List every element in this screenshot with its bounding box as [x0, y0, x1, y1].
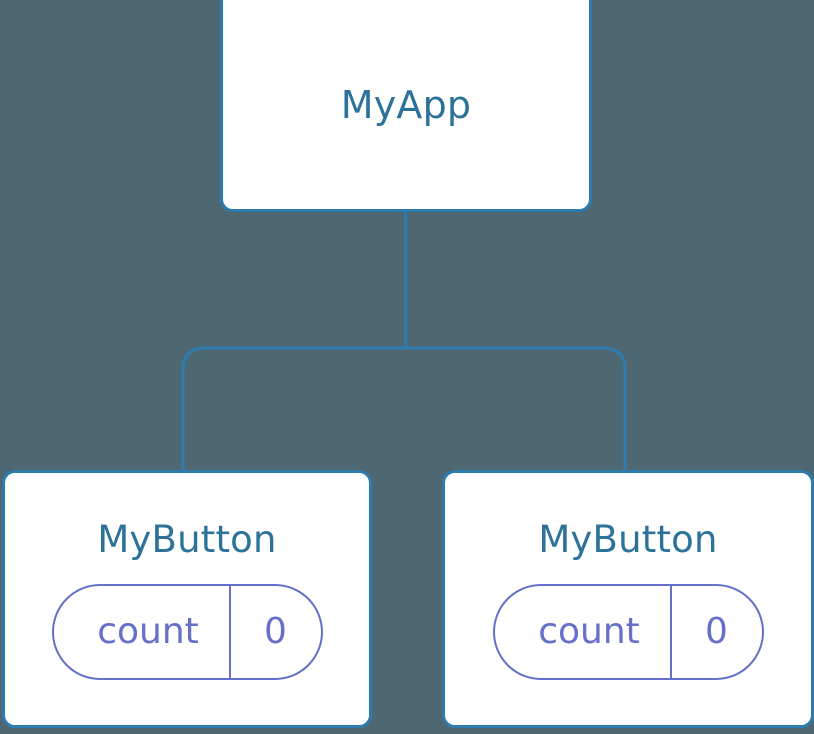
edge-branch-left — [181, 346, 406, 474]
state-pill-right[interactable]: count 0 — [492, 584, 764, 680]
state-pill-left[interactable]: count 0 — [51, 584, 323, 680]
node-mybutton-left-title: MyButton — [97, 518, 277, 561]
edge-branch-right — [405, 346, 627, 474]
node-myapp-title: MyApp — [340, 83, 472, 127]
state-pill-right-value: 0 — [669, 586, 762, 678]
state-pill-left-key: count — [97, 611, 199, 652]
state-pill-left-value: 0 — [228, 586, 321, 678]
node-myapp[interactable]: MyApp — [220, 0, 592, 212]
node-mybutton-right-title: MyButton — [538, 518, 718, 561]
node-mybutton-left[interactable]: MyButton count 0 — [2, 470, 372, 728]
node-mybutton-right[interactable]: MyButton count 0 — [442, 470, 814, 728]
state-pill-right-key: count — [538, 611, 640, 652]
